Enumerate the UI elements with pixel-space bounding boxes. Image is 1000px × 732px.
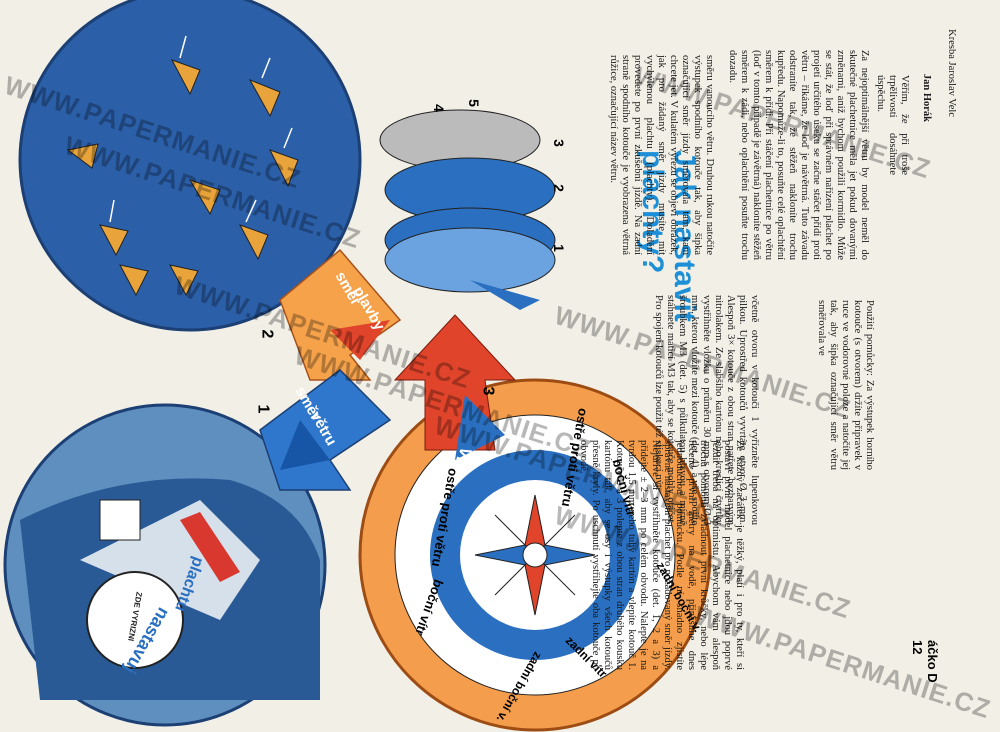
credit-author: Jan Horák: [921, 73, 932, 122]
detail-number-1: 1: [254, 404, 272, 414]
assembly-num-1: 1: [550, 244, 567, 252]
top-wheel: [18, 0, 362, 332]
assembly-num-3: 3: [550, 139, 567, 147]
wind-arrow: [259, 369, 392, 491]
detail-number-3: 3: [479, 386, 497, 396]
compass-wheel: [358, 314, 712, 732]
direction-arrow: [279, 248, 402, 381]
assembly-num-4: 4: [430, 104, 447, 112]
assembly-diagram: [379, 109, 556, 310]
left-wheel: [3, 403, 327, 727]
assembly-num-5: 5: [465, 99, 482, 107]
credit-drawing: Kresba Jaroslav Velc: [946, 29, 957, 117]
assembly-num-2: 2: [550, 184, 567, 192]
